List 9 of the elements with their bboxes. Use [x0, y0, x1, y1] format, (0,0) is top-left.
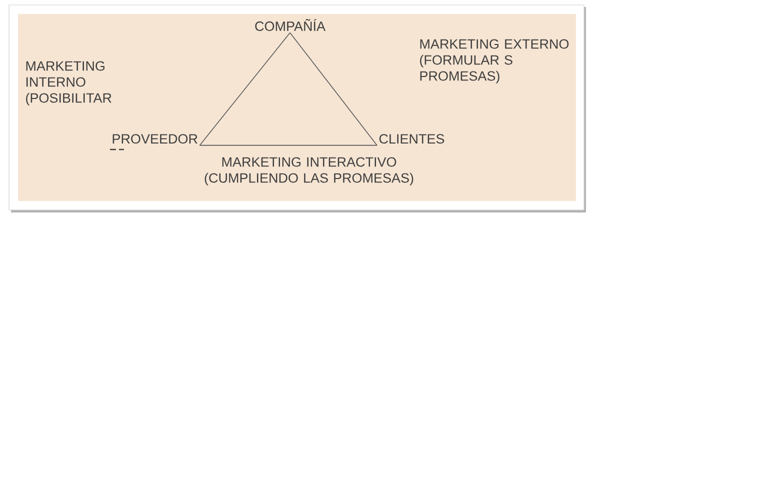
triangle-side — [199, 144, 378, 146]
triangle-side — [290, 32, 378, 146]
vertex-label: COMPAÑÍA — [255, 19, 326, 31]
side-label: MARKETING INTERNO (POSIBILITAR — [26, 61, 112, 106]
vertex-label: PROVEEDOR — [112, 134, 198, 144]
side-label: MARKETING EXTERNO (FORMULAR S PROMESAS) — [420, 39, 569, 84]
vertex-label: CLIENTES — [379, 134, 444, 144]
side-label: MARKETING INTERACTIVO (CUMPLIENDO LAS PROMESAS) — [204, 157, 414, 186]
triangle-side — [199, 32, 290, 146]
